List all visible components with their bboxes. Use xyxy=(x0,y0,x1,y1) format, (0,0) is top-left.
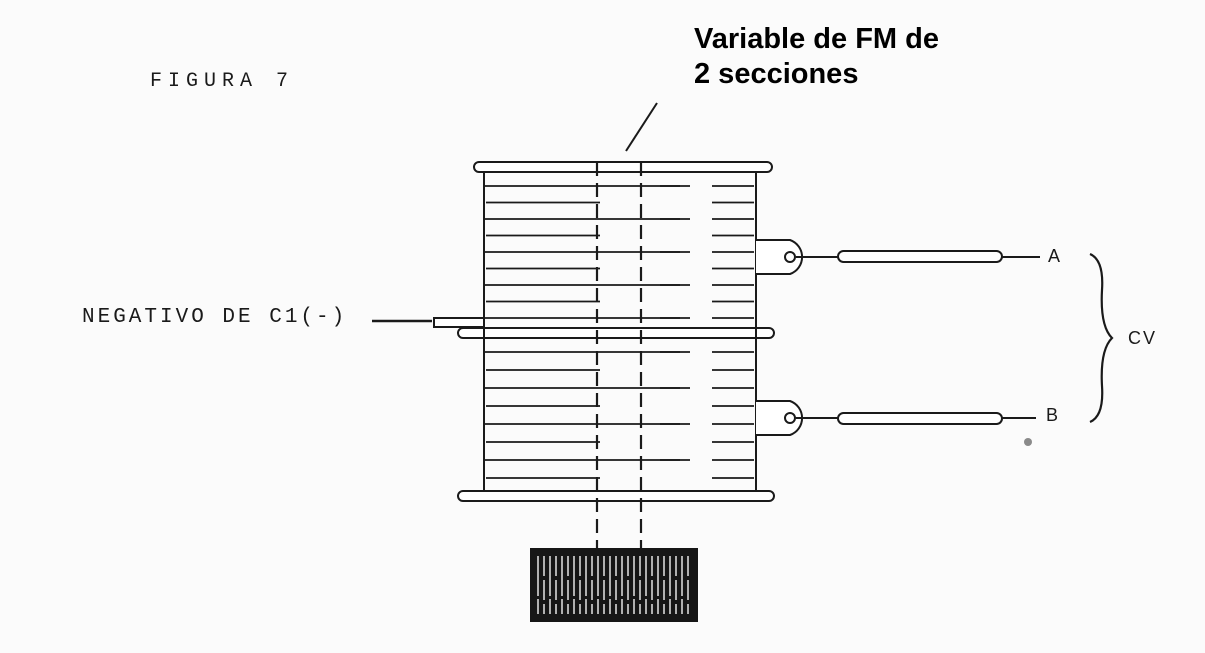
caption: Variable de FM de 2 secciones xyxy=(694,22,939,92)
negative-terminal-tab xyxy=(372,317,485,328)
terminal-b-assembly xyxy=(756,400,1036,436)
cv-label: CV xyxy=(1128,328,1158,348)
stray-dot xyxy=(1024,438,1032,446)
bottom-rail xyxy=(457,490,775,502)
terminal-a-eyelet xyxy=(784,251,796,263)
caption-line-2: 2 secciones xyxy=(694,58,859,90)
lower-section-plates xyxy=(484,351,754,479)
middle-rail xyxy=(457,327,775,339)
terminal-a-resistor xyxy=(837,250,1003,263)
negative-terminal-label: NEGATIVO DE C1(-) xyxy=(82,306,348,329)
cv-brace xyxy=(1089,252,1114,424)
tuning-knob xyxy=(530,548,698,622)
capacitor-frame xyxy=(457,161,775,502)
terminal-b-eyelet xyxy=(784,412,796,424)
terminal-a-assembly xyxy=(756,239,1040,275)
figure-label: FIGURA 7 xyxy=(150,70,295,93)
caption-line-1: Variable de FM de xyxy=(694,23,939,55)
terminal-b-resistor xyxy=(837,412,1003,425)
upper-section-plates xyxy=(484,185,754,319)
rotor-shaft xyxy=(595,162,643,548)
caption-leader-line xyxy=(625,102,658,152)
terminal-a-label: A xyxy=(1048,246,1061,266)
terminal-b-label: B xyxy=(1046,405,1059,425)
top-rail xyxy=(473,161,773,173)
